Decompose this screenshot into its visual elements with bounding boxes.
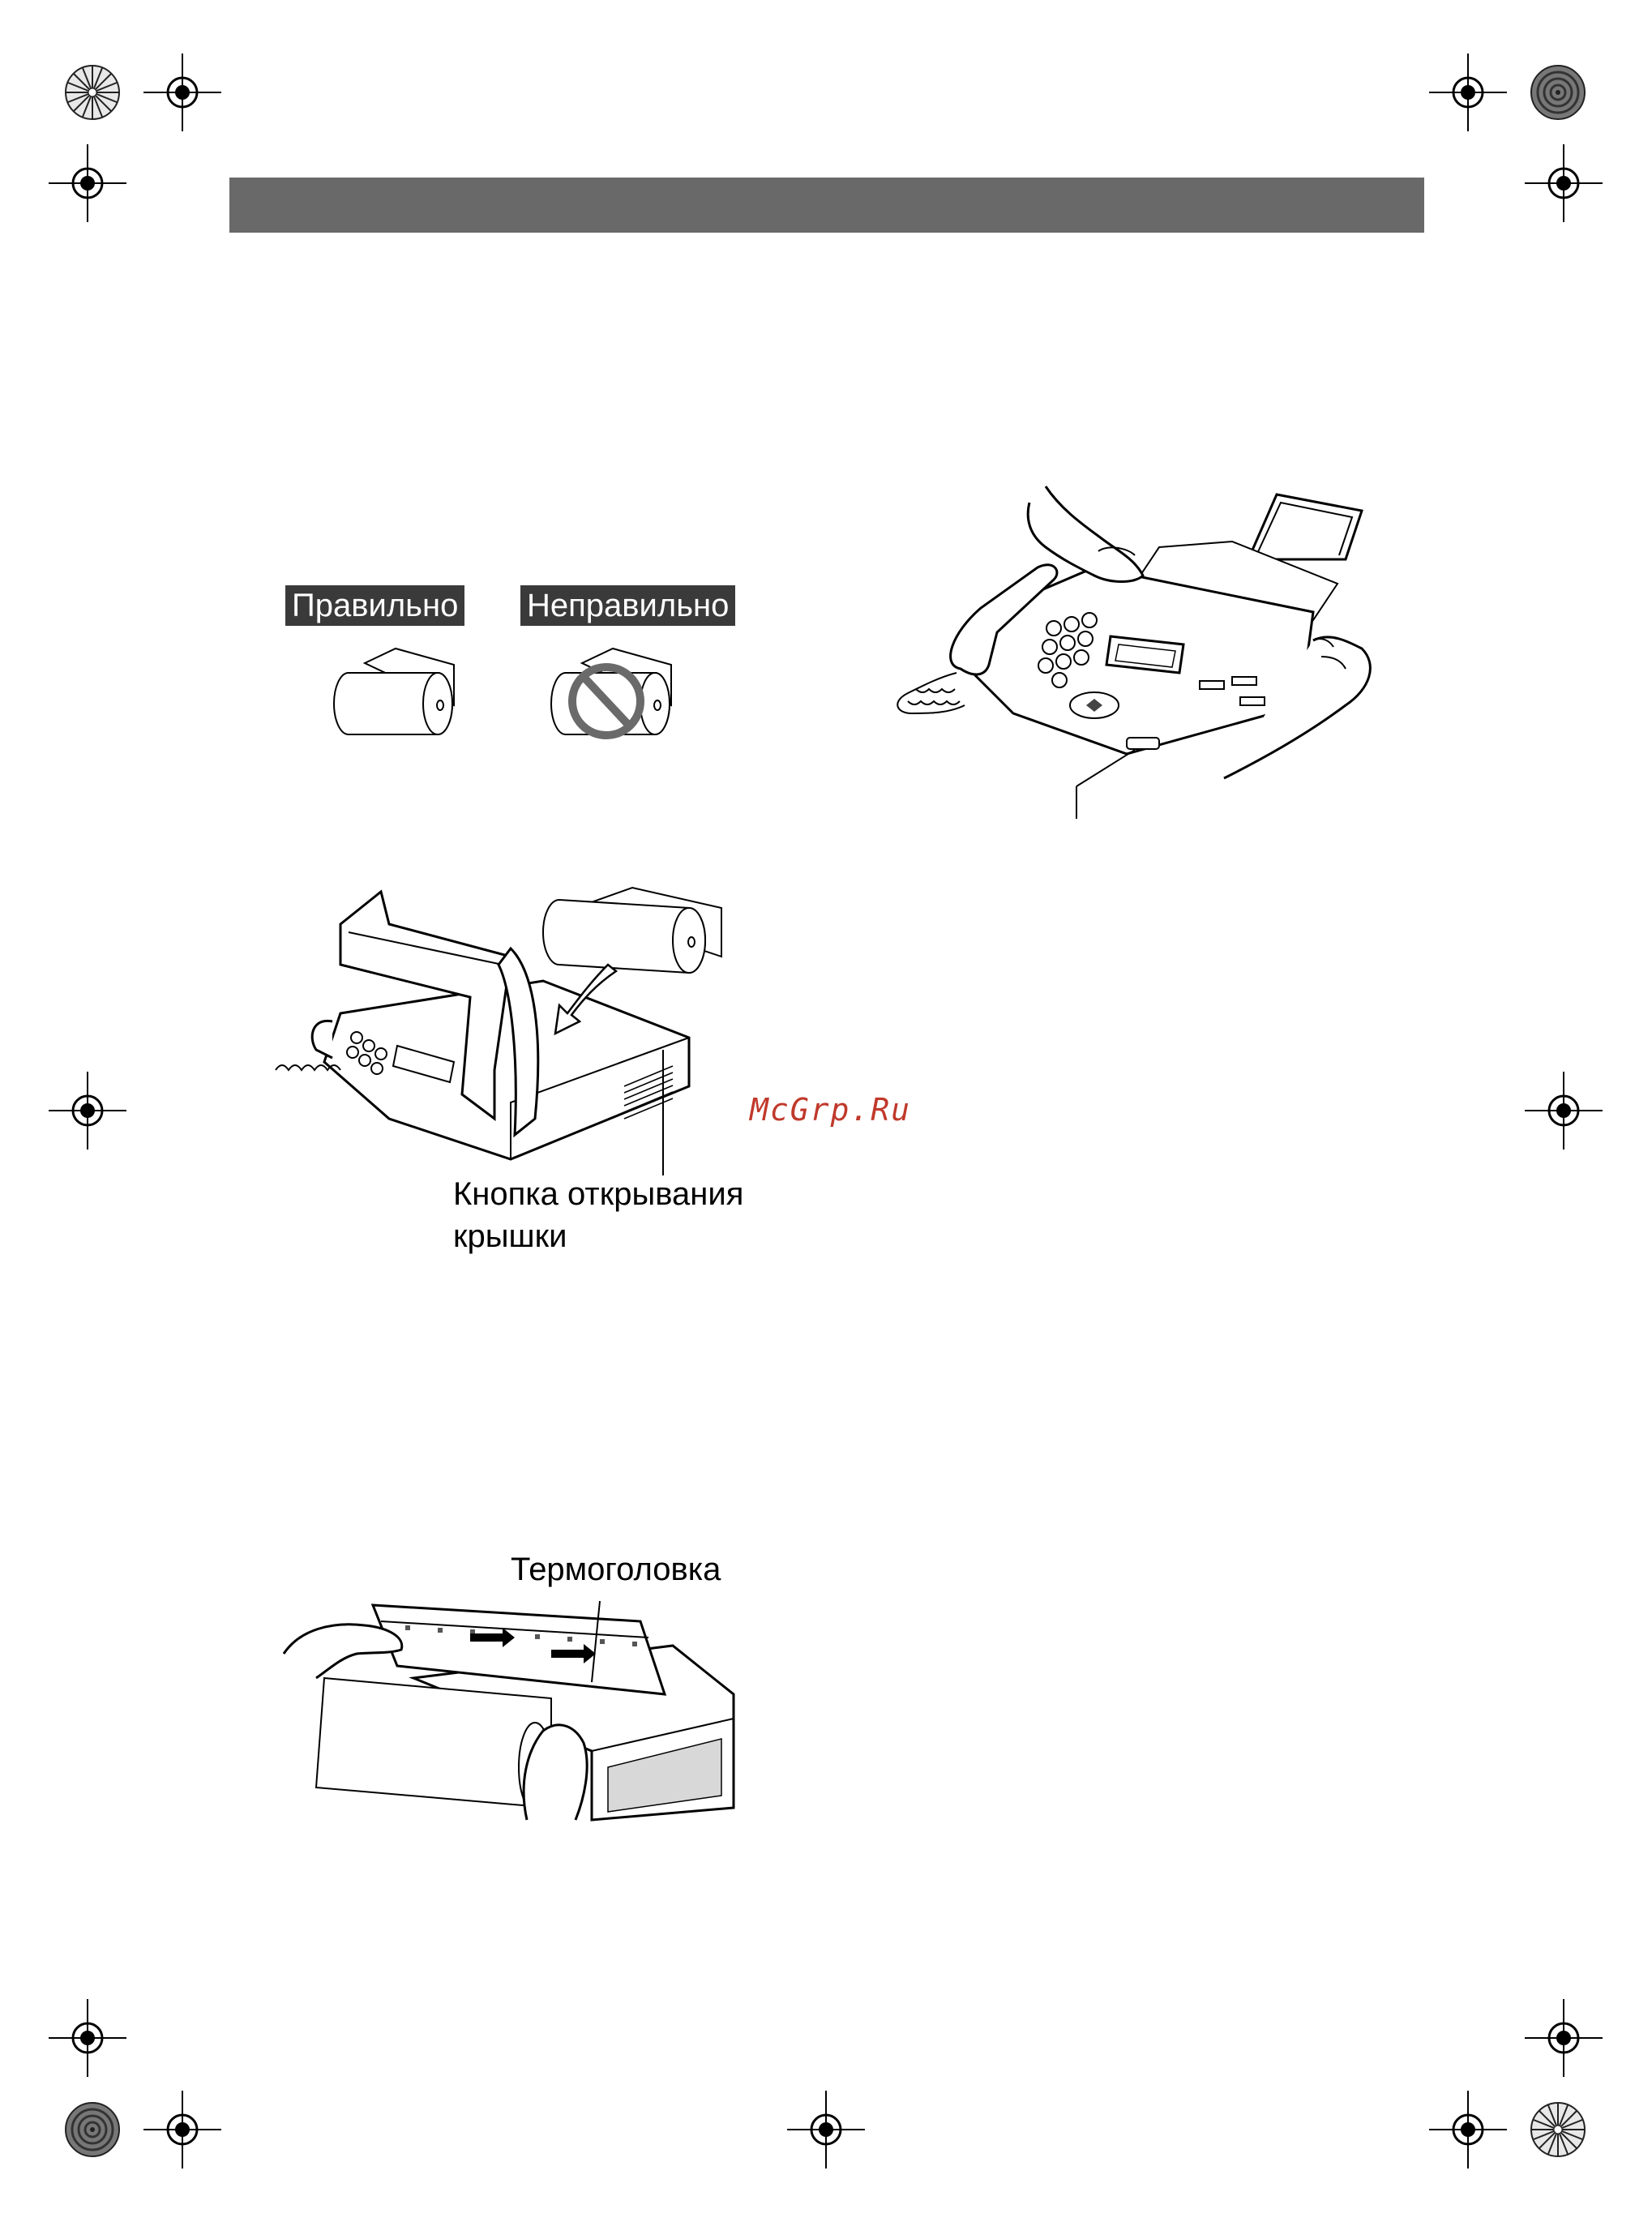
cover-button-caption-line2: крышки <box>453 1215 567 1257</box>
thermal-head-caption: Термоголовка <box>511 1548 721 1591</box>
registration-mark-icon <box>143 2091 221 2168</box>
registration-mark-icon <box>1525 1072 1603 1150</box>
fax-open-cover-illustration <box>267 876 754 1184</box>
registration-mark-icon <box>49 144 126 222</box>
registration-mark-icon <box>1525 1999 1603 2077</box>
registration-mark-icon <box>49 1999 126 2077</box>
thermal-head-illustration <box>284 1589 738 1824</box>
registration-mark-icon <box>1429 2091 1507 2168</box>
label-incorrect: Неправильно <box>520 585 735 626</box>
registration-mark-icon <box>1531 2103 1585 2156</box>
color-wheel-icon <box>66 2103 119 2156</box>
incorrect-roll-illustration <box>541 640 687 754</box>
color-wheel-icon <box>1531 66 1585 119</box>
cover-button-caption-line1: Кнопка открывания <box>453 1173 743 1215</box>
registration-mark-icon <box>49 1072 126 1150</box>
registration-mark-icon <box>66 66 119 119</box>
fax-with-hands-illustration <box>892 470 1394 827</box>
label-correct: Правильно <box>285 585 464 626</box>
registration-mark-icon <box>1429 54 1507 131</box>
registration-mark-icon <box>787 2091 865 2168</box>
header-bar <box>229 178 1424 233</box>
correct-roll-illustration <box>324 640 470 746</box>
registration-mark-icon <box>143 54 221 131</box>
watermark: McGrp.Ru <box>750 1092 911 1128</box>
registration-mark-icon <box>1525 144 1603 222</box>
